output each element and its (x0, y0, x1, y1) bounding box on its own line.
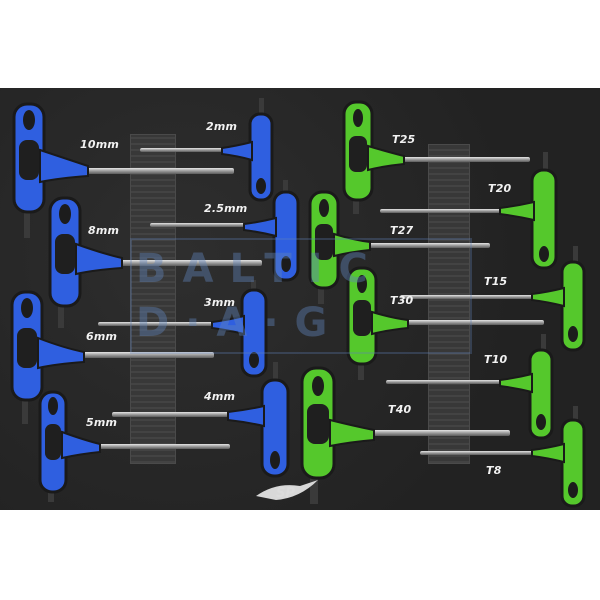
watermark-frame (130, 238, 472, 354)
torx-key-t20 (380, 152, 558, 270)
size-label-4mm: 4mm (204, 390, 236, 403)
size-label-t15: T15 (484, 275, 508, 288)
hex-key-8mm (48, 196, 262, 328)
torx-key-t8 (420, 406, 586, 508)
foam-slot-right (428, 144, 470, 464)
torx-key-t40 (300, 366, 510, 504)
size-label-3mm: 3mm (204, 296, 236, 309)
size-label-t40: T40 (388, 403, 412, 416)
size-label-5mm: 5mm (86, 416, 118, 429)
size-label-8mm: 8mm (88, 224, 120, 237)
torx-key-t15 (400, 246, 586, 352)
torx-key-t27 (308, 190, 490, 304)
brand-logo-icon (256, 480, 318, 500)
watermark-line-2: D·A·G (136, 300, 344, 346)
watermark-line-1: BALTIC (136, 246, 384, 292)
size-label-t25: T25 (392, 133, 416, 146)
size-label-t27: T27 (390, 224, 414, 237)
foam-slot-left (130, 134, 176, 464)
hex-key-5mm (38, 390, 230, 502)
size-label-t10: T10 (484, 353, 508, 366)
hex-key-2-5mm (150, 180, 300, 282)
torx-key-t25 (342, 100, 530, 214)
size-label-2-5mm: 2.5mm (204, 202, 248, 215)
size-label-t20: T20 (488, 182, 512, 195)
size-label-t30: T30 (390, 294, 414, 307)
hex-key-6mm (10, 290, 214, 424)
hex-key-10mm (12, 102, 234, 238)
size-label-t8: T8 (486, 464, 502, 477)
hex-key-2mm (140, 98, 274, 202)
size-label-10mm: 10mm (80, 138, 120, 151)
brand-logo-text: SP (276, 486, 295, 501)
torx-key-t10 (386, 334, 554, 440)
torx-key-t30 (346, 266, 544, 380)
size-label-2mm: 2mm (206, 120, 238, 133)
hex-key-3mm (98, 280, 268, 378)
hex-key-4mm (112, 362, 290, 478)
size-label-6mm: 6mm (86, 330, 118, 343)
